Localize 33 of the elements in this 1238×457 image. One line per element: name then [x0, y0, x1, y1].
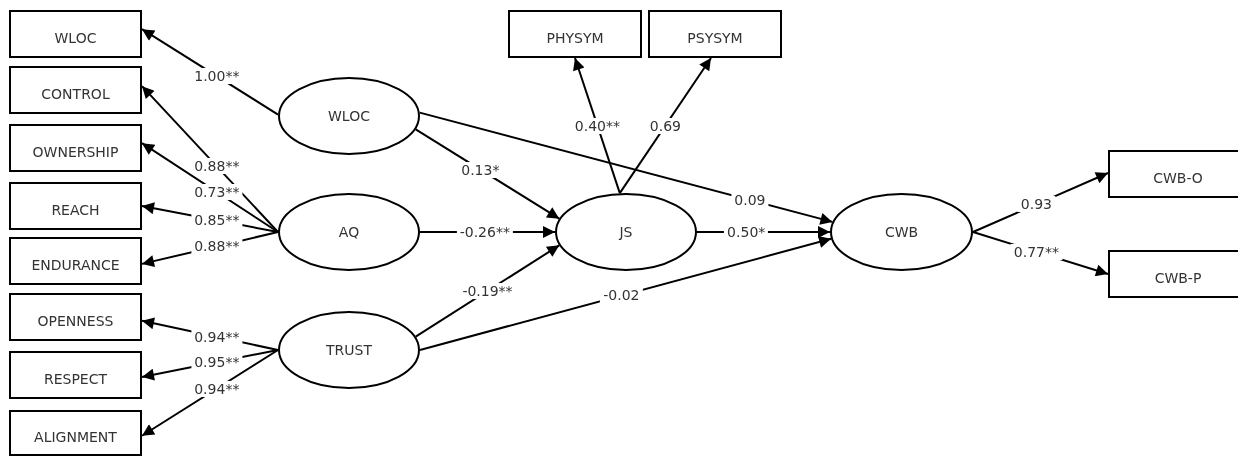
indicator-box: WLOC [9, 10, 142, 58]
arrow [618, 57, 712, 195]
edge-label: 0.95** [191, 354, 243, 371]
indicator-box: PSYSYM [648, 10, 782, 58]
arrow [573, 57, 621, 195]
indicator-box: PHYSYM [508, 10, 642, 58]
indicator-box: ENDURANCE [9, 237, 142, 285]
edge-label: 0.85** [191, 212, 243, 229]
latent-variable-ellipse: CWB [830, 193, 973, 271]
indicator-box: CWB-P [1108, 250, 1238, 298]
arrow [419, 236, 833, 351]
edge-label: 0.88** [191, 238, 243, 255]
indicator-box: OPENNESS [9, 293, 142, 341]
indicator-box: CWB-O [1108, 150, 1238, 198]
indicator-box: CONTROL [9, 66, 142, 114]
edge-label: 0.94** [191, 328, 243, 345]
edge-label: 0.09 [731, 192, 769, 209]
edge-label: 0.50* [724, 224, 769, 240]
arrow [414, 244, 561, 338]
latent-variable-ellipse: WLOC [278, 77, 420, 155]
indicator-box: OWNERSHIP [9, 124, 142, 172]
edge-label: 0.77** [1010, 243, 1062, 260]
edge-label: -0.02 [600, 287, 643, 304]
indicator-box: REACH [9, 182, 142, 230]
latent-variable-ellipse: TRUST [278, 311, 420, 389]
indicator-box: RESPECT [9, 351, 142, 399]
arrow [141, 85, 279, 233]
latent-variable-ellipse: AQ [278, 193, 420, 271]
edge-label: 0.93 [1017, 196, 1055, 213]
arrow [418, 111, 834, 225]
edge-label: -0.26** [456, 224, 513, 240]
latent-variable-ellipse: JS [555, 193, 697, 271]
indicator-box: ALIGNMENT [9, 410, 142, 456]
